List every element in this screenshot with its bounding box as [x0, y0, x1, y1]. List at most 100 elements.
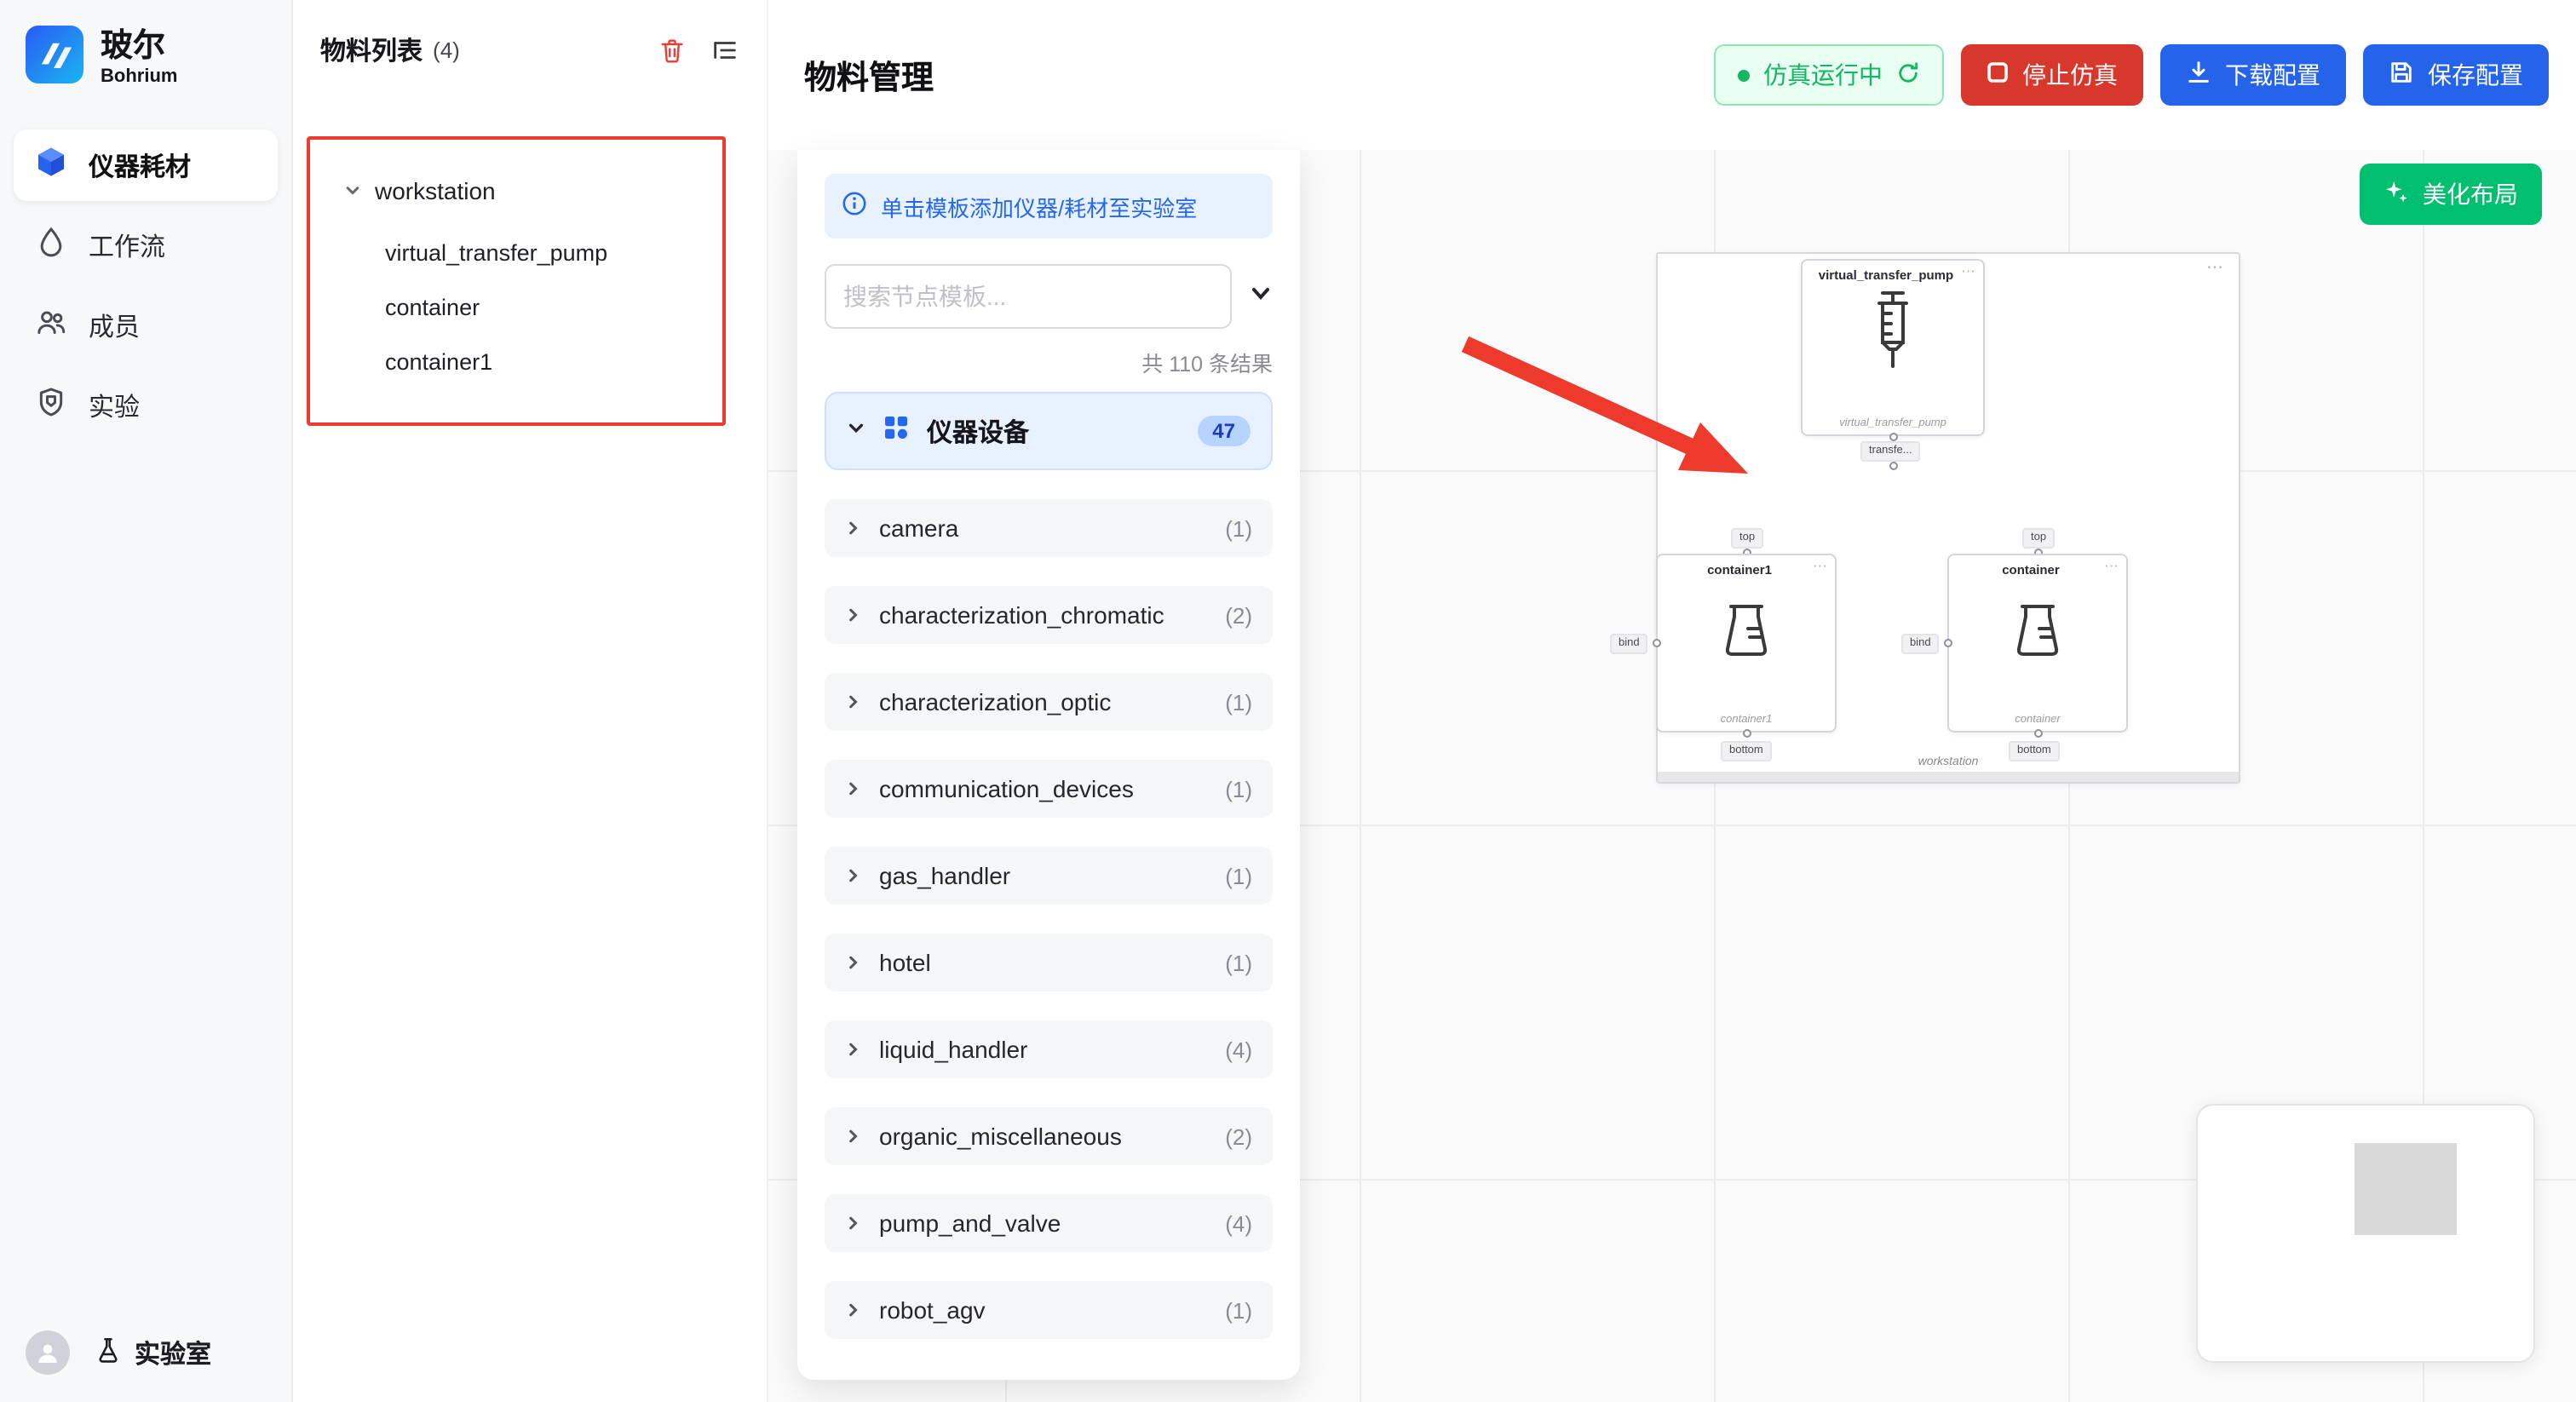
tree-node-label: container: [385, 294, 480, 319]
port-handle[interactable]: [2033, 728, 2042, 737]
port-handle[interactable]: [1652, 639, 1660, 647]
template-item-liquid-handler[interactable]: liquid_handler (4): [825, 1020, 1273, 1078]
more-icon[interactable]: ⋯: [2206, 259, 2225, 278]
download-config-button[interactable]: 下载配置: [2160, 44, 2346, 106]
sidebar-item-instruments[interactable]: 仪器耗材: [14, 129, 278, 201]
tree-node-container[interactable]: container: [310, 279, 722, 334]
collapse-chevron-icon[interactable]: [1249, 280, 1273, 313]
port-chip: bottom: [1721, 741, 1772, 761]
sidebar-item-workflow[interactable]: 工作流: [14, 210, 278, 281]
port-handle[interactable]: [1889, 432, 1897, 440]
category-instruments[interactable]: 仪器设备 47: [825, 392, 1273, 470]
sidebar-item-label: 仪器耗材: [89, 152, 192, 181]
main-header: 物料管理 仿真运行中 停止仿真: [768, 0, 2576, 150]
save-button-label: 保存配置: [2428, 61, 2523, 89]
template-item-characterization-chromatic[interactable]: characterization_chromatic (2): [825, 586, 1273, 644]
template-item-count: (4): [1225, 1210, 1252, 1236]
template-item-organic-miscellaneous[interactable]: organic_miscellaneous (2): [825, 1107, 1273, 1165]
template-item-label: liquid_handler: [879, 1036, 1028, 1063]
group-resize-bar[interactable]: [1658, 772, 2239, 782]
search-input[interactable]: [825, 264, 1232, 329]
materials-panel: 物料列表 (4): [293, 0, 768, 1402]
template-item-count: (1): [1225, 689, 1252, 715]
template-item-count: (4): [1225, 1037, 1252, 1062]
chevron-right-icon: [845, 1036, 862, 1063]
more-icon[interactable]: ⋯: [2104, 557, 2119, 574]
template-item-label: robot_agv: [879, 1296, 986, 1324]
port-handle[interactable]: [1742, 728, 1751, 737]
template-item-pump-and-valve[interactable]: pump_and_valve (4): [825, 1194, 1273, 1252]
node-container[interactable]: container ⋯ container: [1947, 554, 2128, 733]
node-title: container: [2002, 562, 2060, 577]
tree-node-container1[interactable]: container1: [310, 334, 722, 388]
template-item-count: (1): [1225, 1297, 1252, 1323]
port-handle[interactable]: [1889, 462, 1897, 470]
brand-logo[interactable]: 玻尔 Bohrium: [0, 0, 291, 112]
annotation-highlight-box: workstation virtual_transfer_pump contai…: [307, 136, 726, 426]
sidebar-item-label: 实验: [89, 393, 141, 422]
port-chip: bind: [1610, 634, 1648, 654]
beautify-layout-button[interactable]: 美化布局: [2360, 164, 2542, 225]
tree-node-virtual-transfer-pump[interactable]: virtual_transfer_pump: [310, 225, 722, 279]
sidebar-item-experiments[interactable]: 实验: [14, 370, 278, 441]
node-subtitle: virtual_transfer_pump: [1839, 417, 1946, 429]
group-label: workstation: [1918, 756, 1979, 768]
node-container1[interactable]: container1 ⋯ container1: [1656, 554, 1837, 733]
chevron-down-icon: [344, 177, 361, 204]
stop-icon: [1987, 61, 2009, 89]
chevron-right-icon: [845, 1210, 862, 1237]
template-item-count: (2): [1225, 602, 1252, 628]
delete-icon[interactable]: [658, 35, 687, 64]
template-item-hotel[interactable]: hotel (1): [825, 934, 1273, 991]
template-hint-banner[interactable]: 单击模板添加仪器/耗材至实验室: [825, 174, 1273, 238]
port-chip: transfe...: [1860, 441, 1921, 462]
template-item-characterization-optic[interactable]: characterization_optic (1): [825, 673, 1273, 731]
template-item-count: (1): [1225, 515, 1252, 541]
minimap[interactable]: [2196, 1104, 2535, 1363]
template-item-count: (1): [1225, 863, 1252, 888]
stop-simulation-button[interactable]: 停止仿真: [1961, 44, 2143, 106]
node-virtual-transfer-pump[interactable]: virtual_transfer_pump ⋯ virtual_transfer…: [1801, 259, 1985, 436]
template-item-robot-agv[interactable]: robot_agv (1): [825, 1281, 1273, 1339]
chevron-right-icon: [845, 1296, 862, 1324]
more-icon[interactable]: ⋯: [1961, 262, 1976, 279]
beaker-icon: [1949, 593, 2126, 664]
sidebar-nav: 仪器耗材 工作流 成员: [0, 129, 291, 441]
template-item-count: (1): [1225, 776, 1252, 802]
template-panel: 单击模板添加仪器/耗材至实验室 共 110 条结果 仪器设备 47: [797, 150, 1300, 1380]
template-item-label: organic_miscellaneous: [879, 1123, 1122, 1150]
sidebar-item-label: 成员: [89, 313, 141, 342]
bohrium-logo-icon: [26, 26, 83, 92]
more-icon[interactable]: ⋯: [1813, 557, 1828, 574]
template-item-label: characterization_optic: [879, 688, 1112, 715]
port-handle[interactable]: [1943, 639, 1952, 647]
save-icon: [2389, 60, 2414, 90]
template-item-camera[interactable]: camera (1): [825, 499, 1273, 557]
simulation-status-badge: 仿真运行中: [1714, 44, 1944, 106]
chevron-right-icon: [845, 949, 862, 976]
beautify-label: 美化布局: [2423, 181, 2518, 208]
node-subtitle: container: [2015, 714, 2061, 726]
template-item-gas-handler[interactable]: gas_handler (1): [825, 847, 1273, 905]
avatar[interactable]: [26, 1330, 70, 1375]
tree-node-label: container1: [385, 348, 493, 374]
tree-node-workstation[interactable]: workstation: [310, 167, 722, 215]
info-icon: [842, 191, 867, 221]
category-label: 仪器设备: [927, 418, 1030, 447]
chevron-right-icon: [845, 862, 862, 889]
minimap-viewport[interactable]: [2355, 1143, 2457, 1235]
template-item-label: characterization_chromatic: [879, 601, 1164, 629]
template-item-communication-devices[interactable]: communication_devices (1): [825, 760, 1273, 818]
node-title: virtual_transfer_pump: [1818, 267, 1954, 283]
template-item-label: pump_and_valve: [879, 1210, 1061, 1237]
beaker-icon: [1658, 593, 1835, 664]
lab-link[interactable]: 实验室: [94, 1335, 211, 1370]
tree-node-label: workstation: [375, 177, 496, 204]
sparkle-icon: [2383, 179, 2409, 210]
sidebar-item-members[interactable]: 成员: [14, 290, 278, 361]
tree-node-label: virtual_transfer_pump: [385, 239, 608, 265]
save-config-button[interactable]: 保存配置: [2363, 44, 2549, 106]
refresh-icon[interactable]: [1896, 60, 1920, 89]
chevron-down-icon: [847, 416, 865, 446]
tree-view-icon[interactable]: [710, 35, 739, 64]
